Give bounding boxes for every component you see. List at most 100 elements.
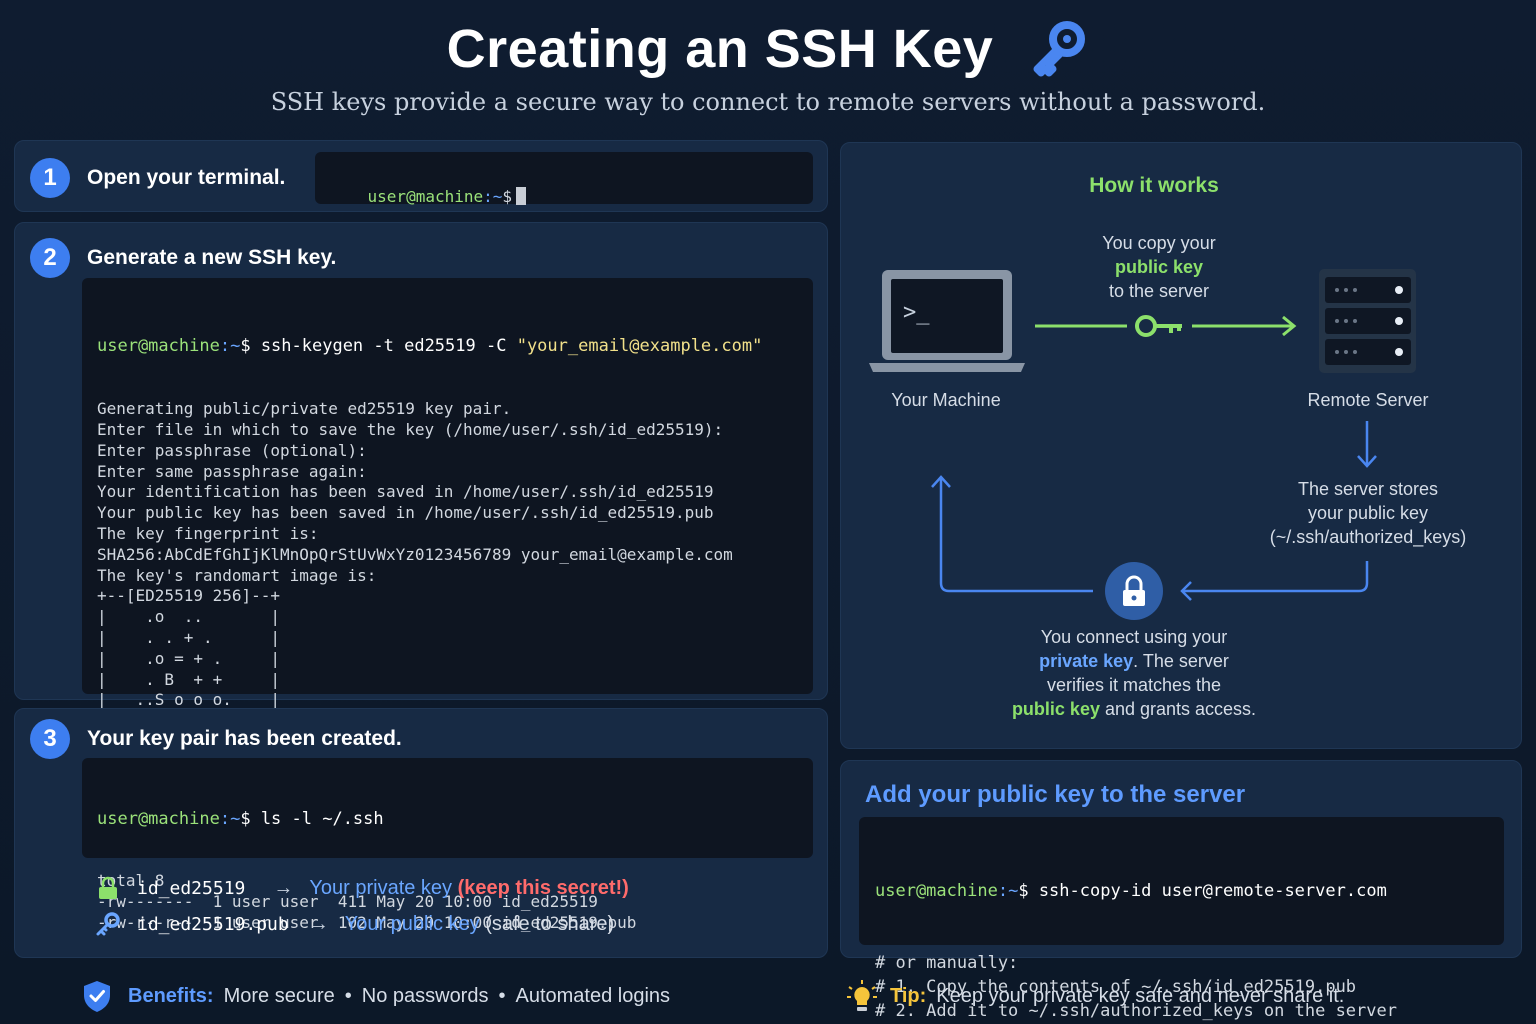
copy-line-1: You copy your [1102, 233, 1216, 253]
terminal-output-line: -rw------- 1 user user 411 May 20 10:00 … [97, 891, 598, 911]
remote-server-label: Remote Server [1307, 390, 1429, 410]
step-1-title: Open your terminal. [87, 166, 286, 189]
terminal-output-line: | ..S o o o. | [97, 690, 281, 710]
step-1-number: 1 [30, 158, 70, 198]
benefit-item: Automated logins [515, 984, 671, 1007]
step-1-card: 1 Open your terminal. user@machine:~$ [14, 140, 828, 212]
page-subtitle: SSH keys provide a secure way to connect… [270, 88, 1266, 116]
connect-private-key: private key [1039, 651, 1134, 671]
terminal-output-line: The key's randomart image is: [97, 565, 377, 585]
terminal-output-line: # 2. Add it to ~/.ssh/authorized_keys on… [875, 1001, 1397, 1021]
private-key-row: id_ed25519 → Your private key (keep this… [97, 876, 629, 900]
page-title: Creating an SSH Key [446, 19, 994, 79]
terminal-output-line: | .o = + . | [97, 648, 281, 668]
store-line-2: your public key [1307, 503, 1429, 523]
public-key-arrow: → [308, 912, 329, 935]
keygen-email-arg: "your_email@example.com" [516, 335, 763, 356]
how-it-works-card: How it works You copy your public key to… [840, 142, 1522, 749]
key-icon [1033, 21, 1086, 77]
prompt-symbol: $ [240, 808, 251, 829]
ls-command: ls -l ~/.ssh [260, 808, 384, 829]
your-machine-label: Your Machine [891, 390, 1001, 410]
prompt-user: user@machine [97, 808, 220, 829]
terminal-output-line: total 8 [97, 871, 165, 891]
private-key-desc: Your private key [309, 876, 453, 899]
terminal-output-line: +--[ED25519 256]--+ [97, 586, 281, 606]
shield-icon [84, 981, 110, 1012]
key-icon [96, 912, 120, 936]
connect-line-4: public key and grants access. [984, 697, 1284, 721]
add-key-title: Add your public key to the server [865, 781, 1246, 808]
step-3-title: Your key pair has been created. [87, 727, 402, 750]
terminal-copy-id[interactable]: user@machine:~$ ssh-copy-id user@remote-… [859, 817, 1504, 1021]
lock-icon [99, 876, 117, 899]
benefit-item: No passwords [361, 984, 489, 1007]
machine-prompt: >_ [903, 300, 930, 325]
copy-key-arrow [1035, 315, 1297, 337]
connect-public-key: public key [1011, 699, 1100, 719]
terminal-output-line: Enter same passphrase again: [97, 461, 367, 481]
tip-label: Tip: [890, 984, 927, 1007]
terminal-output-line: SHA256:AbCdEfGhIjKlMnOpQrStUvWxYz0123456… [97, 544, 733, 564]
add-key-card: Add your public key to the server user@m… [840, 760, 1522, 1021]
tip-footer: Tip: Keep your private key safe and neve… [846, 979, 1344, 1013]
prompt-user: user@machine [97, 335, 220, 356]
terminal-open[interactable]: user@machine:~$ [315, 152, 813, 206]
store-line-3: (~/.ssh/authorized_keys) [1269, 527, 1467, 547]
private-key-note: (keep this secret!) [457, 876, 629, 899]
terminal-output-line: # or manually: [875, 953, 1019, 973]
page-title-row: Creating an SSH Key [0, 18, 1536, 80]
padlock-icon [1105, 562, 1163, 620]
copy-id-output: # or manually:# 1. Copy the contents of … [875, 951, 1488, 1023]
copy-id-command: ssh-copy-id user@remote-server.com [1038, 881, 1387, 901]
terminal-output-line: | .o .. | [97, 607, 281, 627]
connect-line-1: You connect using your [1040, 627, 1228, 647]
public-key-note: (safe to share) [485, 912, 615, 935]
benefits-label: Benefits: [128, 984, 214, 1007]
connect-line-2-rest: . The server [1133, 651, 1229, 671]
step-2-title: Generate a new SSH key. [87, 246, 337, 269]
copy-highlight: public key [1114, 257, 1204, 277]
benefit-item: More secure [223, 984, 335, 1007]
separator-dot: • [498, 984, 506, 1007]
private-key-arrow: → [273, 876, 294, 899]
terminal-output-line: Your public key has been saved in /home/… [97, 503, 714, 523]
step-3-card: 3 Your key pair has been created. user@m… [14, 708, 828, 958]
store-arrow [1357, 421, 1377, 468]
terminal-ls[interactable]: user@machine:~$ ls -l ~/.ssh total 8-rw-… [82, 758, 813, 932]
lightbulb-icon [847, 980, 877, 1011]
connect-line-2: private key. The server [984, 649, 1284, 673]
prompt-user: user@machine [367, 186, 484, 206]
prompt-symbol: $ [240, 335, 251, 356]
public-key-row: id_ed25519.pub → Your public key (safe t… [95, 911, 614, 937]
terminal-output-line: Enter passphrase (optional): [97, 440, 367, 460]
terminal-output-line: Enter file in which to save the key (/ho… [97, 419, 724, 439]
step-3-number: 3 [30, 719, 70, 759]
prompt-path: :~ [483, 186, 503, 206]
keygen-output: Generating public/private ed25519 key pa… [97, 399, 798, 773]
terminal-cursor [516, 186, 527, 205]
store-line-1: The server stores [1297, 479, 1439, 499]
benefits-footer: Benefits: More secure • No passwords • A… [82, 979, 670, 1013]
terminal-output-line: The key fingerprint is: [97, 523, 319, 543]
separator-dot: • [344, 984, 352, 1007]
laptop-icon [869, 270, 1025, 372]
terminal-output-line: | . . + . | [97, 627, 281, 647]
prompt-user: user@machine [875, 881, 998, 901]
server-stores-label: The server stores your public key (~/.ss… [1238, 477, 1498, 549]
connect-arrow-path [931, 475, 1369, 601]
prompt-path: :~ [219, 335, 241, 356]
prompt-path: :~ [997, 881, 1019, 901]
private-key-file: id_ed25519 [137, 877, 246, 899]
step-2-number: 2 [30, 238, 70, 278]
terminal-keygen[interactable]: user@machine:~$ ssh-keygen -t ed25519 -C… [82, 278, 813, 772]
copy-public-key-label: You copy your public key to the server [1059, 231, 1259, 303]
how-it-works-title: How it works [1089, 174, 1219, 197]
copy-id-command-line: user@machine:~$ ssh-copy-id user@remote-… [875, 879, 1488, 903]
terminal-output-line: Your identification has been saved in /h… [97, 482, 714, 502]
connect-line-3: verifies it matches the [1046, 675, 1222, 695]
ls-output: total 8-rw------- 1 user user 411 May 20… [97, 871, 798, 933]
terminal-output-line: | . B + + | [97, 669, 281, 689]
terminal-output-line: Generating public/private ed25519 key pa… [97, 399, 512, 419]
ls-command-line: user@machine:~$ ls -l ~/.ssh [97, 808, 798, 830]
